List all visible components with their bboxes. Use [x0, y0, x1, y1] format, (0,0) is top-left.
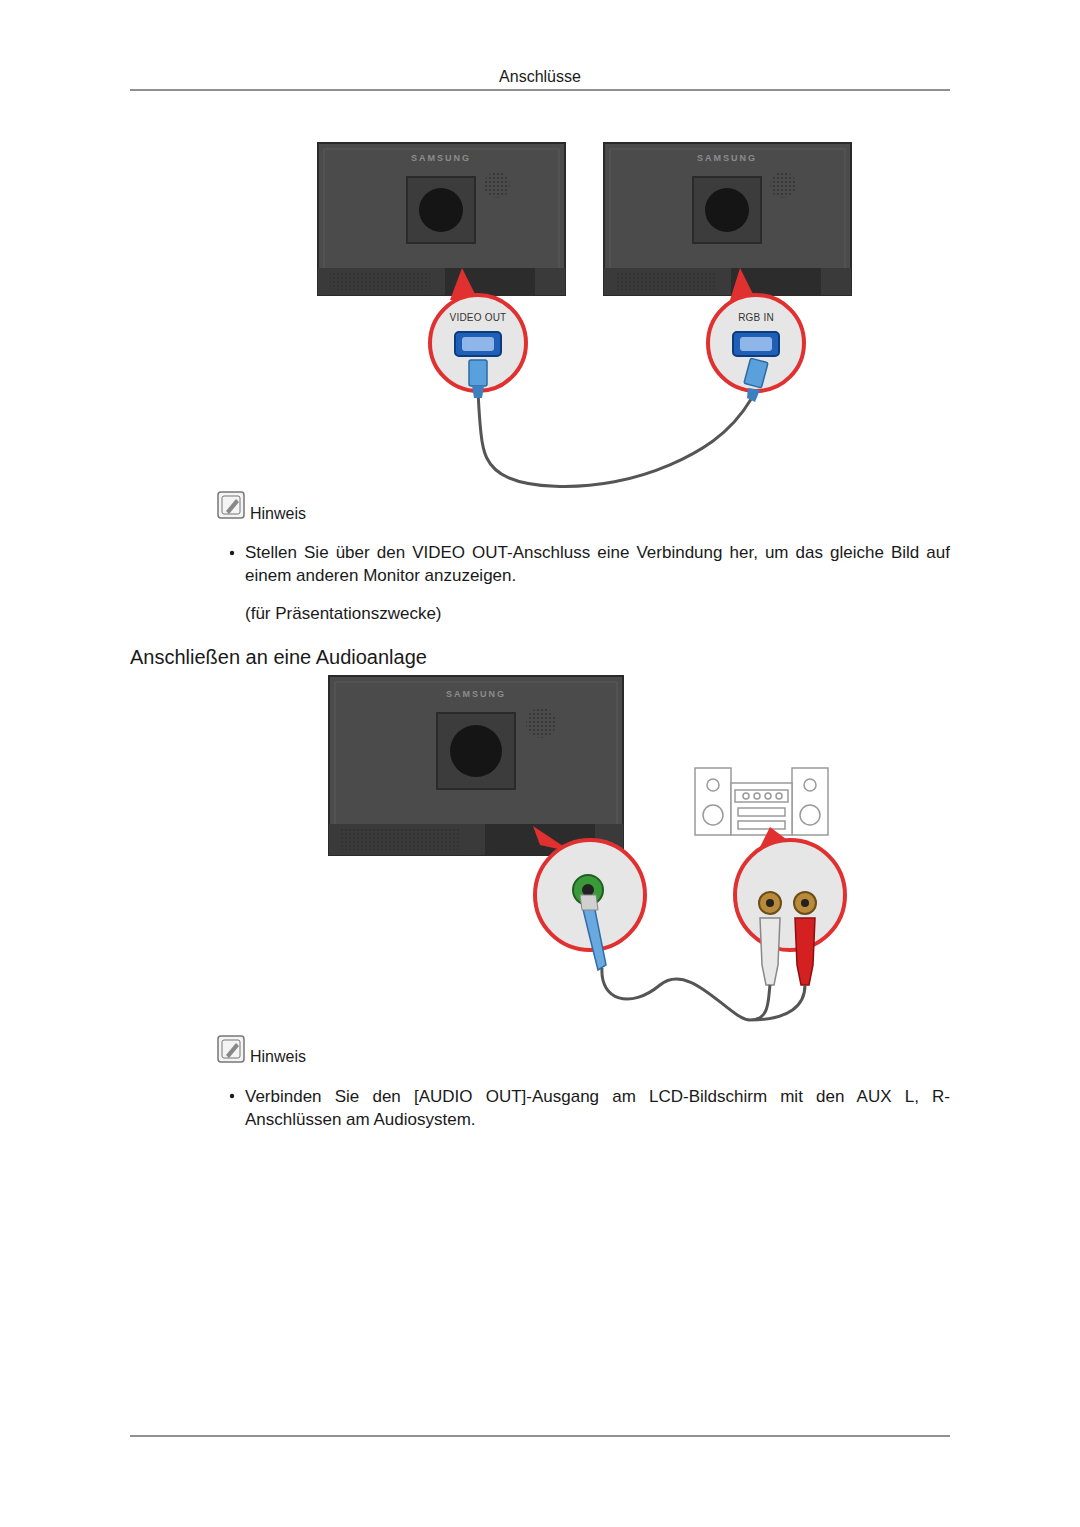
- audio-system: [695, 768, 828, 835]
- vga-cable: [478, 391, 756, 486]
- aux-in-callout: [735, 827, 845, 985]
- note-heading: Hinweis: [250, 1046, 450, 1068]
- callout-circle: [430, 268, 526, 391]
- logo: SAMSUNG: [391, 152, 491, 164]
- note-text: Verbinden Sie den [AUDIO OUT]-Ausgang am…: [245, 1085, 950, 1131]
- vga-plug: [744, 358, 768, 402]
- port-callout: VIDEO OUT: [430, 312, 526, 323]
- bullet: [230, 551, 234, 555]
- note-icon: [218, 492, 244, 518]
- audio-out-callout: [533, 826, 645, 970]
- section-heading: Anschließen an eine Audioanlage: [130, 644, 730, 671]
- footer-rule: [130, 1436, 950, 1437]
- port-name: VIDEO OUT: [430, 312, 526, 323]
- note-text: (für Präsentationszwecke): [245, 603, 645, 626]
- note-text: Stellen Sie über den VIDEO OUT-Anschluss…: [245, 541, 950, 587]
- port-callout: RGB IN: [708, 312, 804, 323]
- vga-plug: [469, 360, 487, 398]
- monitor-back: [329, 676, 623, 855]
- logo: SAMSUNG: [426, 688, 526, 700]
- running-header: Anschlüsse: [340, 66, 740, 88]
- audio-cable: [602, 968, 805, 1020]
- monitor-back: [604, 143, 851, 295]
- note-heading: Hinweis: [250, 503, 450, 525]
- callout-circle: [708, 268, 804, 391]
- note-icon: [218, 1036, 244, 1062]
- port-name: RGB IN: [708, 312, 804, 323]
- monitor-back: [318, 143, 565, 295]
- bullet: [230, 1094, 234, 1098]
- header-rule: [130, 90, 950, 91]
- logo: SAMSUNG: [677, 152, 777, 164]
